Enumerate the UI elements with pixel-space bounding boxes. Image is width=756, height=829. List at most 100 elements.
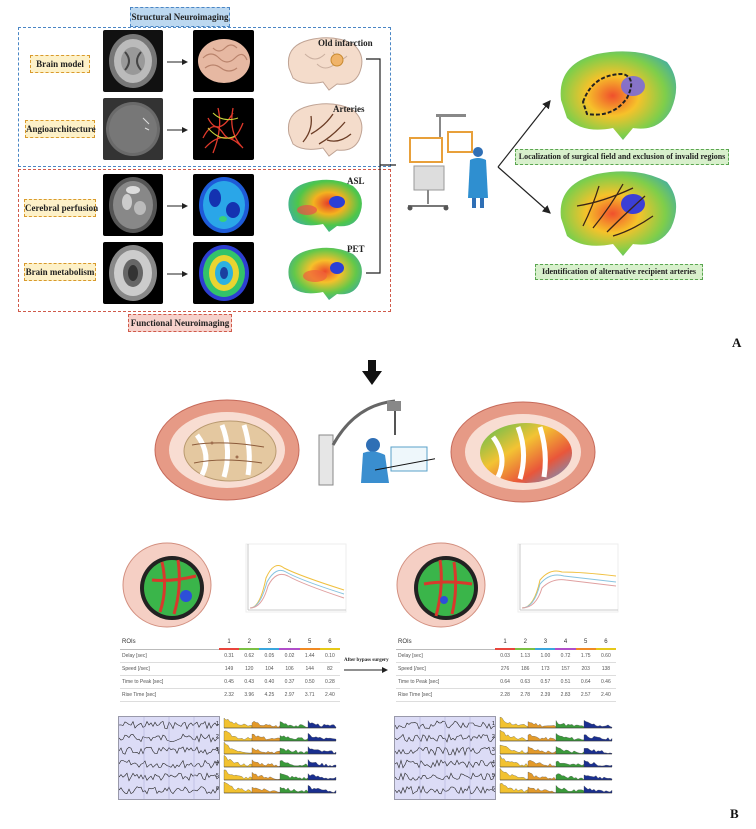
cell: 1.00 xyxy=(535,649,556,663)
spectrum-band xyxy=(307,746,337,755)
channel-number: 6 xyxy=(216,786,219,792)
cell: 0.40 xyxy=(259,675,280,689)
cell: 149 xyxy=(219,662,240,676)
down-arrow-icon xyxy=(362,360,382,385)
cell: 106 xyxy=(279,662,300,676)
cell: 2.78 xyxy=(515,688,536,702)
cell: 4.25 xyxy=(259,688,280,702)
eeg-trace-before xyxy=(118,716,220,800)
structural-box xyxy=(18,27,391,167)
spectrum-band xyxy=(527,746,557,755)
row-label-brain-metabolism: Brain metabolism xyxy=(24,263,96,281)
overlay-old-infarction: Old infarction xyxy=(318,38,373,48)
spectrum-band xyxy=(555,760,585,768)
roi-header: ROIs xyxy=(120,636,219,650)
neuronavigation-workstation-illustration xyxy=(407,114,488,211)
spectrum-band xyxy=(223,769,253,781)
scan-arrows xyxy=(167,59,188,277)
cell: 2.97 xyxy=(279,688,300,702)
channel-number: 3 xyxy=(216,747,219,753)
spectrum-band xyxy=(527,786,557,794)
icg-before-view xyxy=(122,542,212,628)
cell: 0.10 xyxy=(319,649,340,663)
cell: 0.72 xyxy=(555,649,576,663)
spectrum-band xyxy=(279,760,309,768)
functional-box xyxy=(18,169,391,312)
functional-neuroimaging-title: Functional Neuroimaging xyxy=(128,314,232,332)
roi-col-2: 2 xyxy=(515,636,536,650)
spectrum-band xyxy=(279,786,309,794)
row-name: Rise Time [sec] xyxy=(120,688,219,702)
spectrum-band xyxy=(223,781,253,794)
mri-t1-scan xyxy=(103,30,163,92)
cell: 0.64 xyxy=(575,675,596,689)
row-name: Delay [sec] xyxy=(396,649,495,663)
cell: 173 xyxy=(535,662,556,676)
row-label-cerebral-perfusion: Cerebral perfusion xyxy=(24,199,98,217)
spectrum-band xyxy=(279,735,309,742)
cell: 1.75 xyxy=(575,649,596,663)
cell: 0.63 xyxy=(515,675,536,689)
spectrum-band xyxy=(307,732,337,742)
row-name: Delay [sec] xyxy=(120,649,219,663)
roi-col-5: 5 xyxy=(299,636,320,650)
outcome-brain-surgical-field xyxy=(560,51,677,141)
cell: 3.71 xyxy=(299,688,320,702)
overlay-arteries: Arteries xyxy=(333,104,365,114)
overlay-asl: ASL xyxy=(347,176,365,186)
outcome-arrows xyxy=(497,100,551,214)
structural-neuroimaging-title: Structural Neuroimaging xyxy=(130,7,230,27)
right-arrow-icon xyxy=(344,667,388,673)
roi-col-3: 3 xyxy=(535,636,556,650)
spectrum-band xyxy=(527,721,557,729)
channel-number: 1 xyxy=(492,721,495,727)
cell: 0.43 xyxy=(239,675,260,689)
spectrum-band xyxy=(307,785,337,794)
cell: 0.02 xyxy=(279,649,300,663)
roi-col-6: 6 xyxy=(595,636,616,650)
channel-number: 2 xyxy=(216,734,219,740)
channel-number: 6 xyxy=(492,786,495,792)
bracket-connector xyxy=(366,58,396,274)
channel-number: 5 xyxy=(492,773,495,779)
channel-number: 3 xyxy=(492,747,495,753)
channel-number: 2 xyxy=(492,734,495,740)
cell: 0.62 xyxy=(239,649,260,663)
cell: 1.44 xyxy=(299,649,320,663)
spectrum-band xyxy=(527,733,557,742)
cell: 0.51 xyxy=(555,675,576,689)
spectrum-band xyxy=(499,755,529,768)
cell: 0.05 xyxy=(259,649,280,663)
icg-after-view xyxy=(396,542,486,628)
roi-col-6: 6 xyxy=(319,636,340,650)
spectrum-band xyxy=(223,754,253,768)
roi-col-2: 2 xyxy=(239,636,260,650)
cell: 0.60 xyxy=(595,649,616,663)
spectrum-band xyxy=(499,716,529,729)
channel-number: 5 xyxy=(216,773,219,779)
roi-col-3: 3 xyxy=(259,636,280,650)
cell: 1.13 xyxy=(515,649,536,663)
row-label-angioarchitecture: Angioarchitecture xyxy=(25,120,96,138)
cell: 157 xyxy=(555,662,576,676)
spectrum-band xyxy=(307,773,337,781)
asl-raw-scan xyxy=(103,174,163,236)
cell: 138 xyxy=(595,662,616,676)
cell: 0.64 xyxy=(495,675,516,689)
spectrum-band xyxy=(279,721,309,729)
cell: 2.40 xyxy=(595,688,616,702)
brain-old-infarction xyxy=(287,37,363,91)
pet-color-map xyxy=(193,242,254,304)
outcome-label-recipient-arteries: Identification of alternative recipient … xyxy=(535,264,703,280)
panel-label-a: A xyxy=(732,335,742,350)
spectrum-band xyxy=(583,734,613,742)
brain-pet xyxy=(288,247,362,300)
